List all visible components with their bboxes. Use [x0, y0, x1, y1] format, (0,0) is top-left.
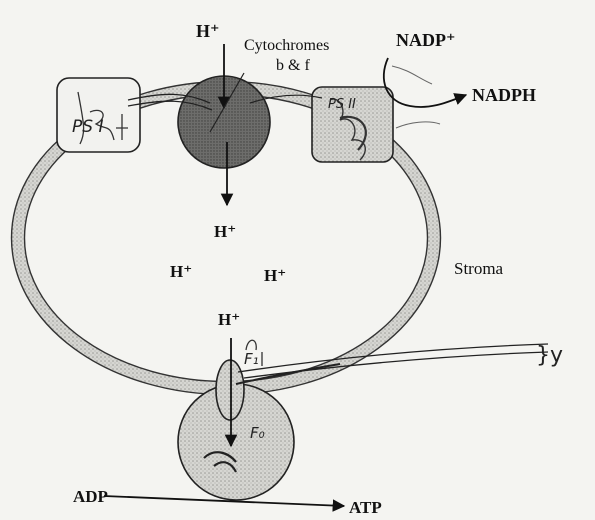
cytochromes-label: Cytochromes: [244, 37, 329, 54]
cytochromes-subtitle: b & f: [276, 57, 310, 74]
ps1-handwritten-label: PS I: [72, 117, 103, 137]
h-top-label: H⁺: [196, 21, 220, 41]
h-lumen-label-4: H⁺: [218, 310, 240, 329]
h-lumen-label-1: H⁺: [214, 222, 236, 241]
ps2-handwritten-label: PS II: [328, 97, 356, 112]
f1-handwritten-label: F₁: [244, 350, 259, 368]
side-handwritten-note: }y: [536, 343, 563, 368]
h-lumen-label-2: H⁺: [170, 262, 192, 281]
adp-label: ADP: [73, 487, 108, 506]
nadph-label: NADPH: [472, 85, 536, 105]
stroma-label: Stroma: [454, 259, 504, 278]
f0-handwritten-label: F₀: [250, 424, 265, 442]
atp-label: ATP: [349, 498, 382, 517]
nadp-label: NADP⁺: [396, 30, 456, 50]
nadp-to-nadph-arrow: [384, 58, 466, 107]
h-lumen-label-3: H⁺: [264, 266, 286, 285]
photosystem-1-box: [57, 78, 140, 152]
